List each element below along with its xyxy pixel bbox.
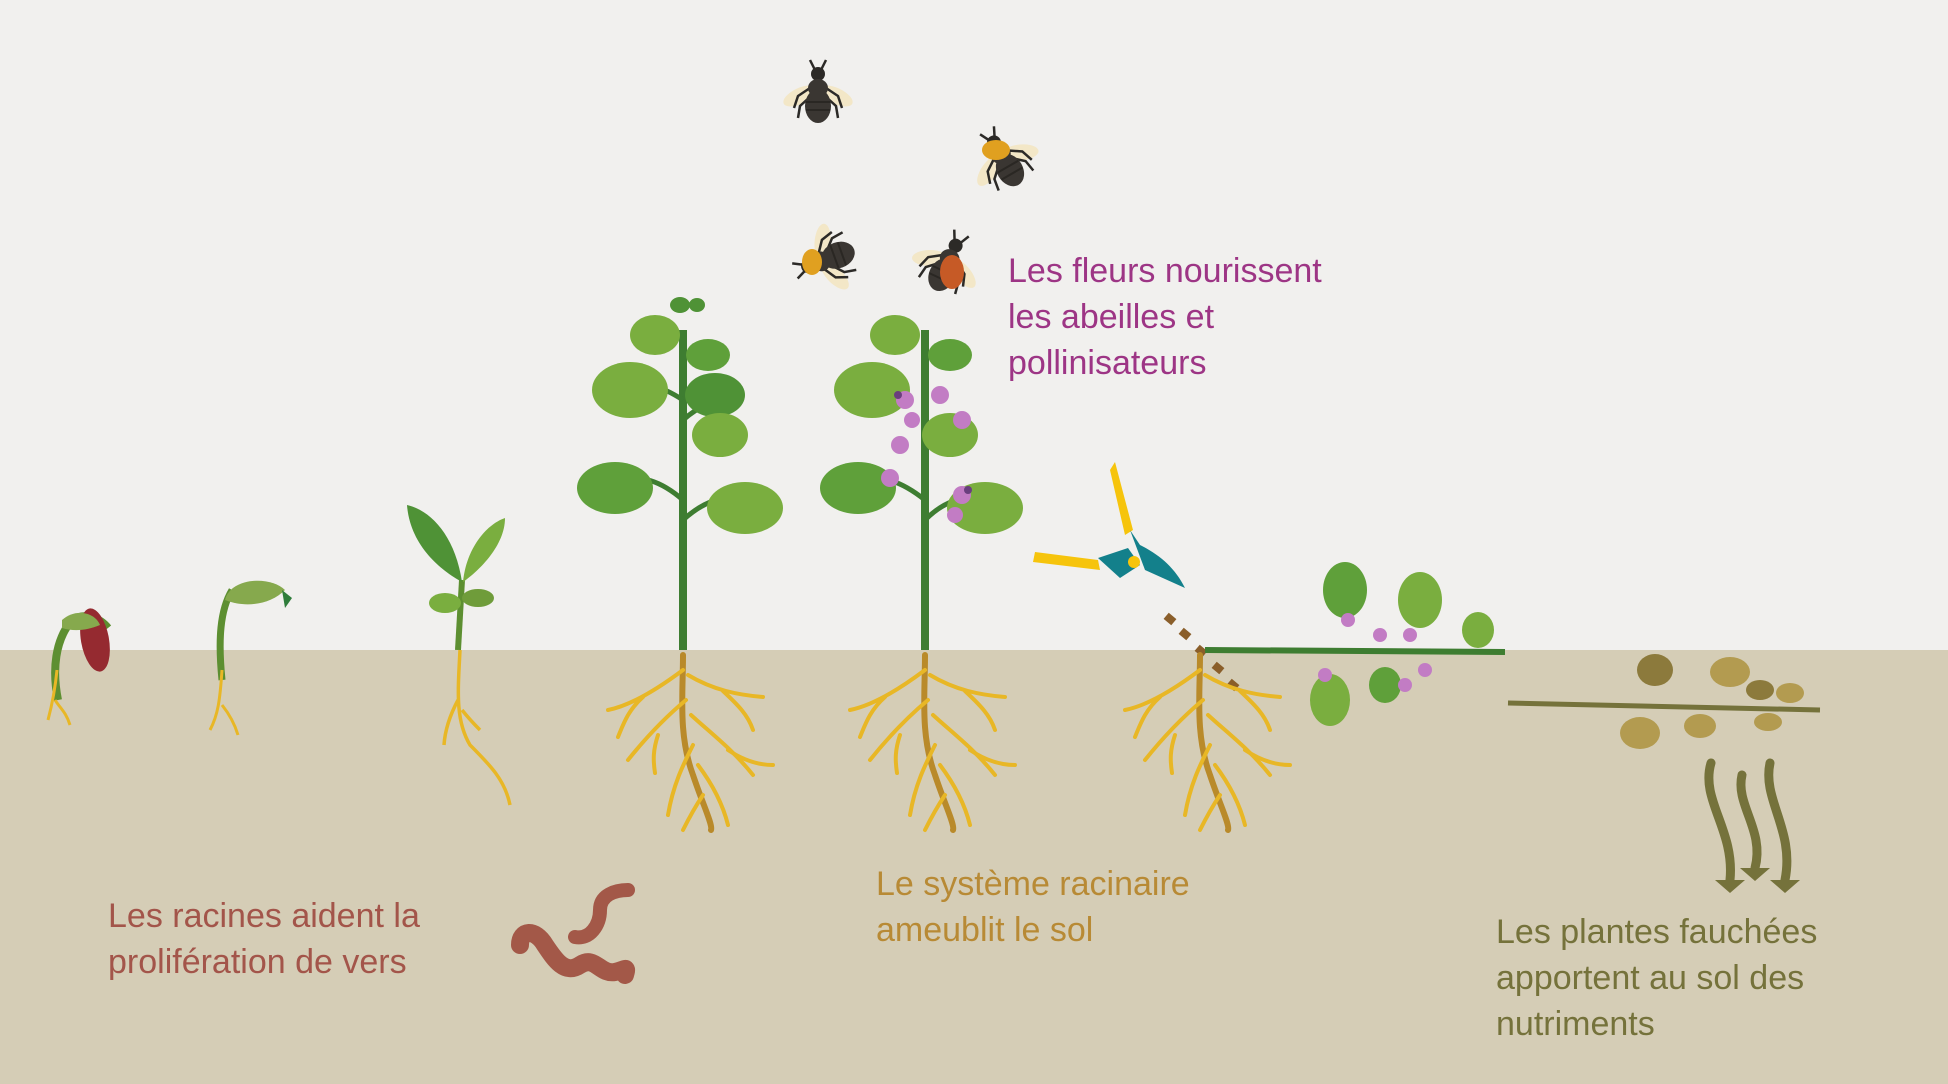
caption-line: Les racines aident la xyxy=(108,897,420,935)
cut-line xyxy=(1163,612,1240,692)
caption-line: Le système racinaire xyxy=(876,865,1190,903)
mature-plant xyxy=(577,297,783,830)
soil-background xyxy=(0,650,1948,1084)
caption-cut-plants: Les plantes fauchées apportent au sol de… xyxy=(1496,909,1817,1047)
germinating-seed xyxy=(46,608,112,726)
caption-root-system: Le système racinaire ameublit le sol xyxy=(876,861,1190,953)
flowering-plant xyxy=(820,315,1023,830)
caption-line: prolifération de vers xyxy=(108,943,407,981)
caption-line: nutriments xyxy=(1496,1005,1655,1043)
caption-line: Les plantes fauchées xyxy=(1496,913,1818,951)
caption-line: les abeilles et xyxy=(1008,298,1215,336)
sky-background xyxy=(0,0,1948,650)
bees xyxy=(779,58,1053,308)
worms xyxy=(511,883,636,984)
caption-line: ameublit le sol xyxy=(876,911,1094,949)
caption-line: apportent au sol des xyxy=(1496,959,1805,997)
caption-flowers: Les fleurs nourissent les abeilles et po… xyxy=(1008,248,1322,386)
decomposing-plant xyxy=(1507,654,1821,893)
sprout-plant xyxy=(208,580,292,736)
cut-plant xyxy=(1033,462,1506,830)
caption-roots: Les racines aident la prolifération de v… xyxy=(108,893,420,985)
caption-line: pollinisateurs xyxy=(1008,344,1207,382)
pruner-icon xyxy=(1033,462,1185,588)
caption-line: Les fleurs nourissent xyxy=(1008,252,1322,290)
seedling-plant xyxy=(407,505,512,806)
nutrient-arrows-icon xyxy=(1704,758,1792,885)
